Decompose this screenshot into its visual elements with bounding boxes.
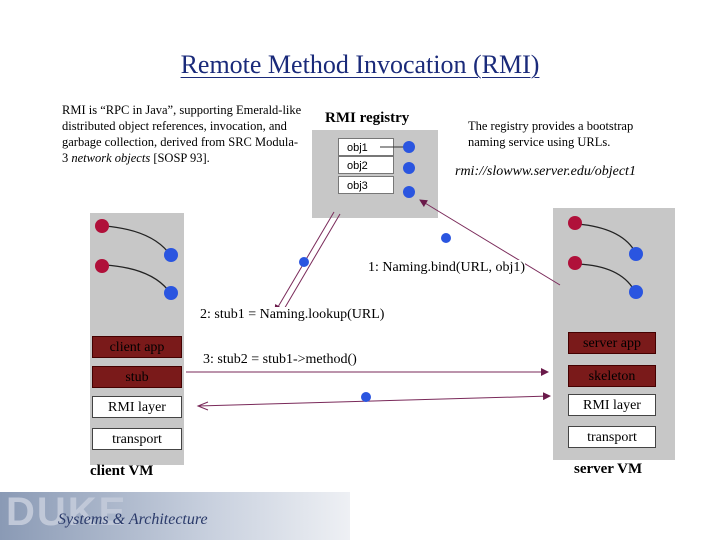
- registry-entry-obj1: obj1: [338, 138, 394, 156]
- logo-banner: [0, 492, 350, 540]
- client-blue-node-1: [164, 248, 178, 262]
- client-red-node-1: [95, 219, 109, 233]
- lookup-line-node: [299, 257, 309, 267]
- rmi-line-head-left: [196, 401, 209, 411]
- client-arrow-1: [104, 225, 169, 253]
- client-stub-box: stub: [92, 366, 182, 388]
- registry-entry-obj3: obj3: [338, 176, 394, 194]
- page-title: Remote Method Invocation (RMI): [180, 50, 540, 79]
- server-arrow-2: [577, 263, 635, 291]
- registry-nodes: [403, 141, 415, 198]
- registry-entry-obj2: obj2: [338, 156, 394, 174]
- server-rmi-layer-box: RMI layer: [568, 394, 656, 416]
- server-arrow-1: [577, 223, 635, 251]
- bind-line-node: [441, 233, 451, 243]
- server-blue-node-1: [629, 247, 643, 261]
- server-skeleton-box: skeleton: [568, 365, 656, 387]
- registry-box: obj1 obj2 obj3: [312, 130, 438, 218]
- server-red-node-1: [568, 216, 582, 230]
- server-transport-box: transport: [568, 426, 656, 448]
- registry-node-1: [403, 141, 415, 153]
- server-vm-label: server VM: [574, 461, 643, 477]
- server-red-node-2: [568, 256, 582, 270]
- lookup-line-b: [279, 213, 341, 317]
- step-3-label: 3: stub2 = stub1->method(): [203, 352, 357, 368]
- client-app-box: client app: [92, 336, 182, 358]
- registry-node-3: [403, 186, 415, 198]
- registry-title: RMI registry: [325, 110, 410, 126]
- client-nodes: [95, 219, 178, 300]
- intro-italic: network objects: [71, 151, 151, 165]
- registry-node-2: [403, 162, 415, 174]
- client-blue-node-2: [164, 286, 178, 300]
- client-red-node-2: [95, 259, 109, 273]
- step-1-label: 1: Naming.bind(URL, obj1): [368, 260, 526, 276]
- server-nodes: [568, 216, 643, 299]
- bootstrap-note: The registry provides a bootstrap naming…: [468, 119, 634, 149]
- logo-duke: DUKE: [6, 490, 128, 534]
- intro-text: RMI is “RPC in Java”, supporting Emerald…: [62, 102, 302, 166]
- client-arrow-2: [104, 264, 169, 291]
- server-app-box: server app: [568, 332, 656, 354]
- client-transport-box: transport: [92, 428, 182, 450]
- intro-tail: [SOSP 93].: [150, 151, 210, 165]
- intro-main: RMI is “RPC in Java”, supporting Emerald…: [62, 103, 302, 165]
- client-rmi-layer-box: RMI layer: [92, 396, 182, 418]
- url-example: rmi://slowww.server.edu/object1: [455, 164, 636, 179]
- client-vm-label: client VM: [90, 463, 154, 479]
- step-2-label: 2: stub1 = Naming.lookup(URL): [200, 307, 385, 323]
- rmi-line-node: [361, 392, 371, 402]
- rmi-line: [197, 392, 551, 407]
- bind-line: [419, 199, 561, 286]
- logo-subtitle: Systems & Architecture: [58, 511, 208, 528]
- server-blue-node-2: [629, 285, 643, 299]
